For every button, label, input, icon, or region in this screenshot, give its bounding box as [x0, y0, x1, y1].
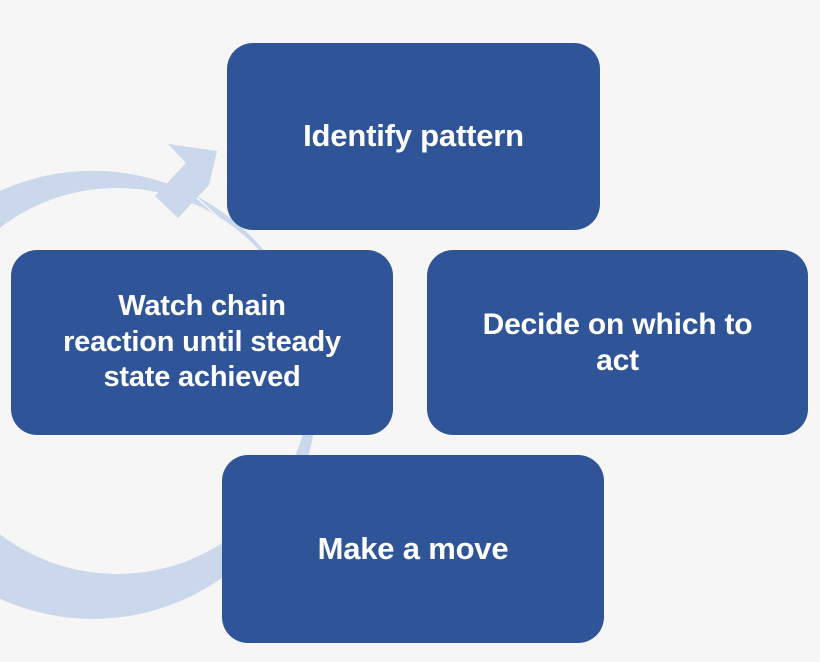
node-identify-pattern[interactable]: Identify pattern	[227, 43, 600, 230]
cycle-arrow-arc	[0, 170, 317, 619]
node-decide-on-which-to-act-label: Decide on which to act	[482, 308, 753, 377]
cycle-arrow-ring	[0, 144, 317, 619]
node-identify-pattern-label: Identify pattern	[303, 118, 524, 154]
cycle-arrow-head	[155, 144, 217, 218]
node-make-a-move[interactable]: Make a move	[222, 455, 604, 643]
node-watch-chain-reaction[interactable]: Watch chain reaction until steady state …	[11, 250, 393, 435]
node-decide-on-which-to-act[interactable]: Decide on which to act	[427, 250, 808, 435]
node-make-a-move-label: Make a move	[317, 530, 509, 566]
node-watch-chain-reaction-label: Watch chain reaction until steady state …	[63, 290, 341, 394]
